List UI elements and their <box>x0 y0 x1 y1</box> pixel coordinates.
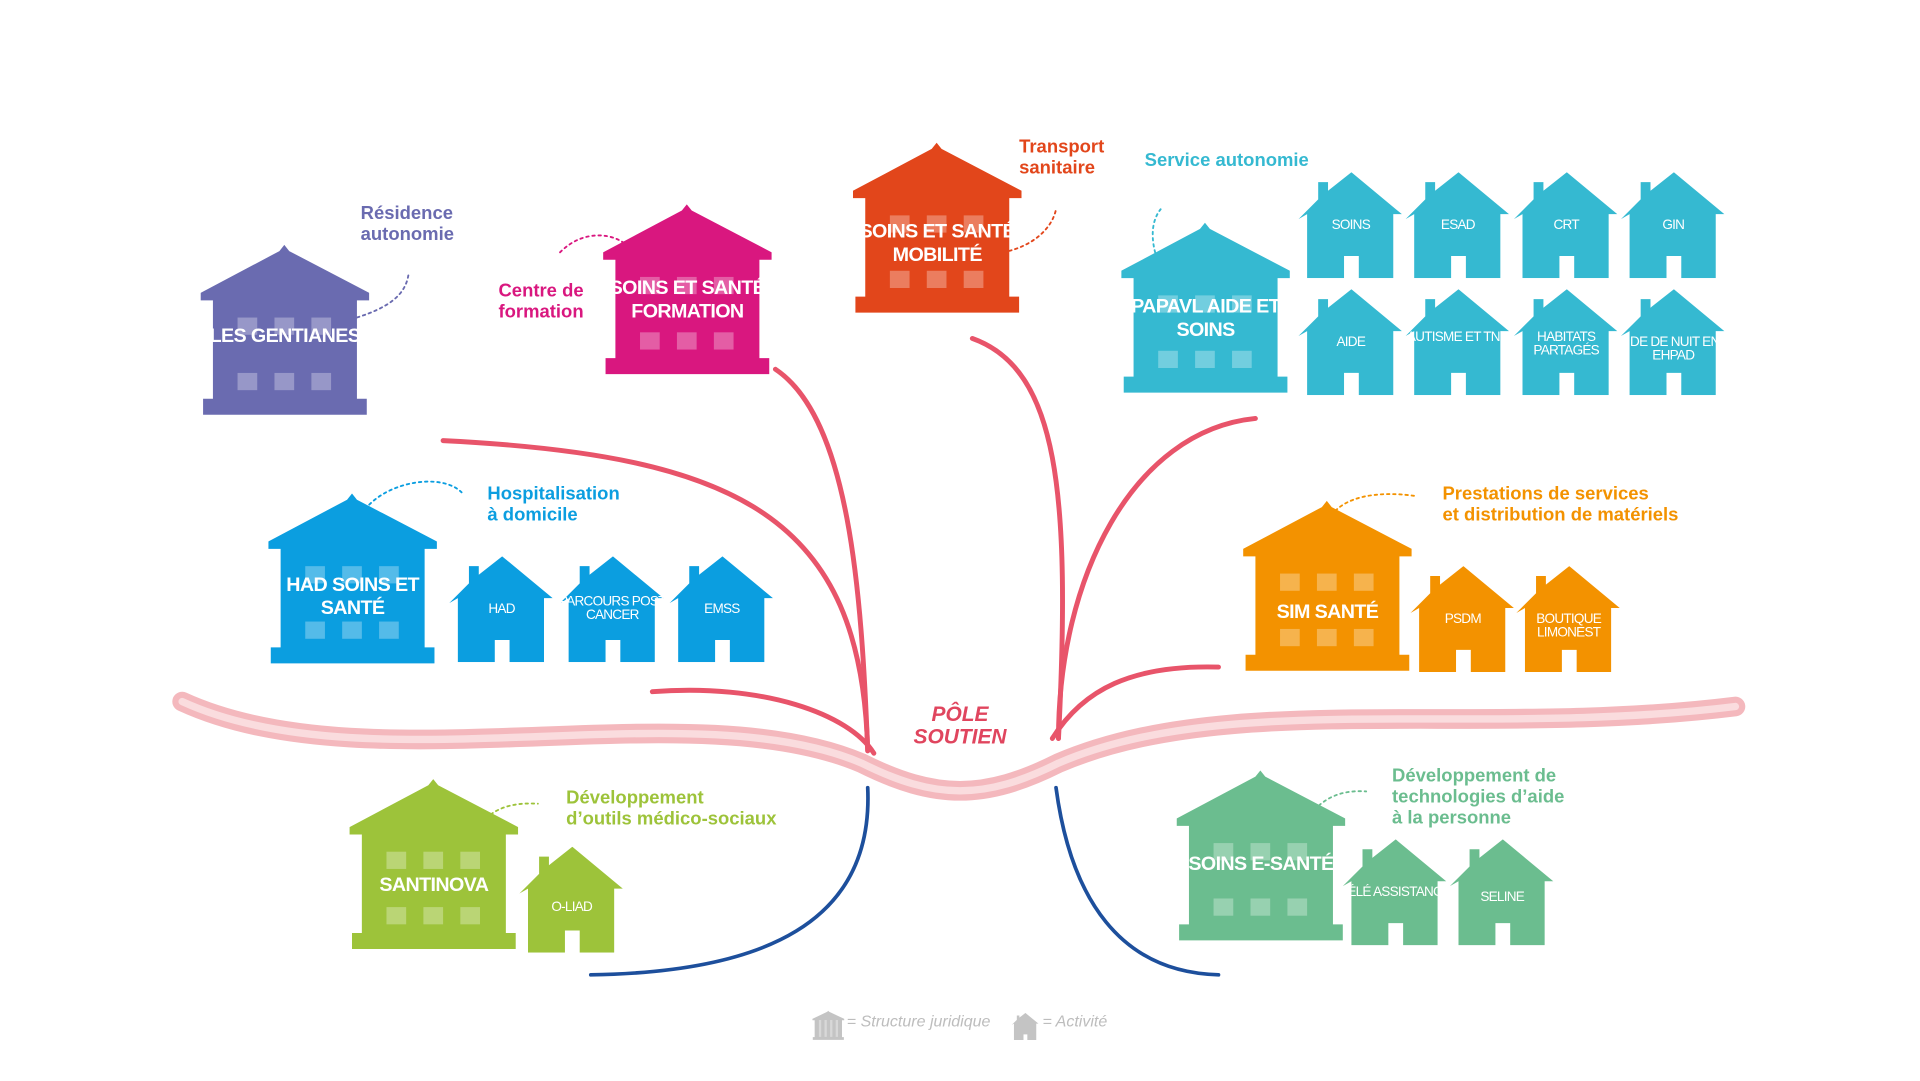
caption-residence-autonomie: Résidence autonomie <box>360 203 454 245</box>
structure-label: LES GENTIANES <box>209 326 361 348</box>
activity-legend-icon <box>1011 1012 1039 1041</box>
activity-house-icon <box>1410 566 1514 673</box>
structure-had-soins-sante[interactable]: HAD SOINS ET SANTÉ <box>268 492 437 664</box>
activity-house-icon <box>1513 172 1618 279</box>
structure-label: SIM SANTÉ <box>1276 601 1379 623</box>
activity-house-icon <box>1298 289 1402 396</box>
activity-label: CRT <box>1553 217 1580 233</box>
activity-label: AUTISME ET TND <box>1406 329 1510 345</box>
activity-house-icon <box>1405 289 1509 396</box>
activity-esad[interactable]: ESAD <box>1405 172 1511 279</box>
structure-building-icon <box>1243 500 1412 671</box>
structure-label: SANTINOVA <box>379 875 489 897</box>
activity-label: PARCOURS POST CANCER <box>558 594 666 623</box>
activity-seline[interactable]: SELINE <box>1449 839 1555 946</box>
activity-crt[interactable]: CRT <box>1513 172 1619 279</box>
caption-developpement-technologies: Développement de technologies d’aide à l… <box>1392 765 1565 829</box>
legend-activity-label: = Activité <box>1042 1011 1108 1031</box>
activity-house-icon <box>1405 172 1509 279</box>
activity-label: O-LIAD <box>551 899 593 915</box>
activity-house-icon <box>449 556 553 663</box>
structure-soins-sante-formation[interactable]: SOINS ET SANTÉ FORMATION <box>603 203 772 375</box>
structure-building-icon <box>268 493 437 664</box>
structure-building-icon <box>852 142 1022 313</box>
activity-house-icon <box>560 556 664 663</box>
activity-label: SELINE <box>1480 889 1525 905</box>
structure-building-icon <box>603 204 772 375</box>
activity-house-icon <box>1342 839 1447 946</box>
structure-santinova[interactable]: SANTINOVA <box>349 778 519 950</box>
activity-house-icon <box>1011 1012 1039 1041</box>
structure-label: PAPAVL AIDE ET SOINS <box>1131 296 1281 341</box>
legend-structure-label: = Structure juridique <box>846 1011 991 1031</box>
activity-house-icon <box>669 556 773 663</box>
structure-soins-e-sante[interactable]: SOINS E-SANTÉ <box>1176 769 1346 941</box>
activity-label: SOINS <box>1331 217 1371 233</box>
activity-house-icon <box>1513 289 1618 396</box>
activity-emss[interactable]: EMSS <box>669 556 775 663</box>
activity-label: PSDM <box>1444 611 1482 627</box>
structure-building-icon <box>349 779 519 949</box>
structure-label: SOINS ET SANTÉ FORMATION <box>609 278 766 323</box>
structure-label: HAD SOINS ET SANTÉ <box>286 574 419 620</box>
activity-o-liad[interactable]: O-LIAD <box>519 846 624 953</box>
activity-gin[interactable]: GIN <box>1620 172 1726 279</box>
caption-service-autonomie: Service autonomie <box>1144 150 1309 172</box>
activity-label: GIN <box>1662 217 1685 233</box>
structure-building-icon <box>1176 770 1346 941</box>
activity-aide[interactable]: AIDE <box>1298 289 1403 396</box>
caption-developpement-outils: Développement d’outils médico-sociaux <box>566 787 777 830</box>
structure-les-gentianes[interactable]: LES GENTIANES <box>200 244 370 416</box>
activity-ide-nuit-ehpad[interactable]: IDE DE NUIT EN EHPAD <box>1620 289 1726 396</box>
structure-building-icon <box>200 244 370 415</box>
structure-papavl[interactable]: PAPAVL AIDE ET SOINS <box>1121 222 1290 394</box>
activity-had[interactable]: HAD <box>449 556 554 663</box>
activity-label: HABITATS PARTAGÉS <box>1533 329 1599 359</box>
activity-parcours-post-cancer[interactable]: PARCOURS POST CANCER <box>559 556 666 663</box>
activity-house-icon <box>1516 566 1620 673</box>
activity-house-icon <box>1298 172 1402 279</box>
activity-habitats-partages[interactable]: HABITATS PARTAGÉS <box>1513 289 1619 396</box>
activity-boutique-limonest[interactable]: BOUTIQUE LIMONEST <box>1516 566 1621 673</box>
activity-house-icon <box>1449 839 1554 946</box>
structure-building-icon <box>1121 222 1290 393</box>
activity-soins[interactable]: SOINS <box>1298 172 1403 279</box>
activity-tele-assistance[interactable]: TÉLÉ ASSISTANCE <box>1340 839 1451 946</box>
activity-house-icon <box>1620 172 1725 279</box>
activity-label: HAD <box>488 601 515 617</box>
structure-building-icon <box>812 1010 845 1040</box>
activity-label: EMSS <box>704 601 740 617</box>
structure-soins-sante-mobilite[interactable]: SOINS ET SANTÉ MOBILITÉ <box>852 142 1022 314</box>
activity-label: TÉLÉ ASSISTANCE <box>1339 884 1451 900</box>
structure-legend-icon <box>812 1010 845 1040</box>
caption-transport-sanitaire: Transport sanitaire <box>1019 136 1105 179</box>
activity-label: AIDE <box>1336 334 1366 350</box>
activity-label: IDE DE NUIT EN EHPAD <box>1627 334 1720 364</box>
activity-house-icon <box>519 846 623 953</box>
structure-label: SOINS ET SANTÉ MOBILITÉ <box>859 221 1016 266</box>
caption-hospitalisation-domicile: Hospitalisation à domicile <box>487 483 620 526</box>
activity-autisme-tnd[interactable]: AUTISME ET TND <box>1405 289 1511 396</box>
caption-prestations-services: Prestations de services et distribution … <box>1442 483 1679 526</box>
center-label: PÔLE SOUTIEN <box>913 702 1007 749</box>
activity-psdm[interactable]: PSDM <box>1410 566 1515 673</box>
caption-centre-formation: Centre de formation <box>498 280 584 323</box>
activity-label: ESAD <box>1440 217 1476 233</box>
structure-label: SOINS E-SANTÉ <box>1188 854 1334 876</box>
activity-label: BOUTIQUE LIMONEST <box>1536 611 1602 641</box>
structure-sim-sante[interactable]: SIM SANTÉ <box>1243 500 1412 672</box>
activity-house-icon <box>1620 289 1725 396</box>
